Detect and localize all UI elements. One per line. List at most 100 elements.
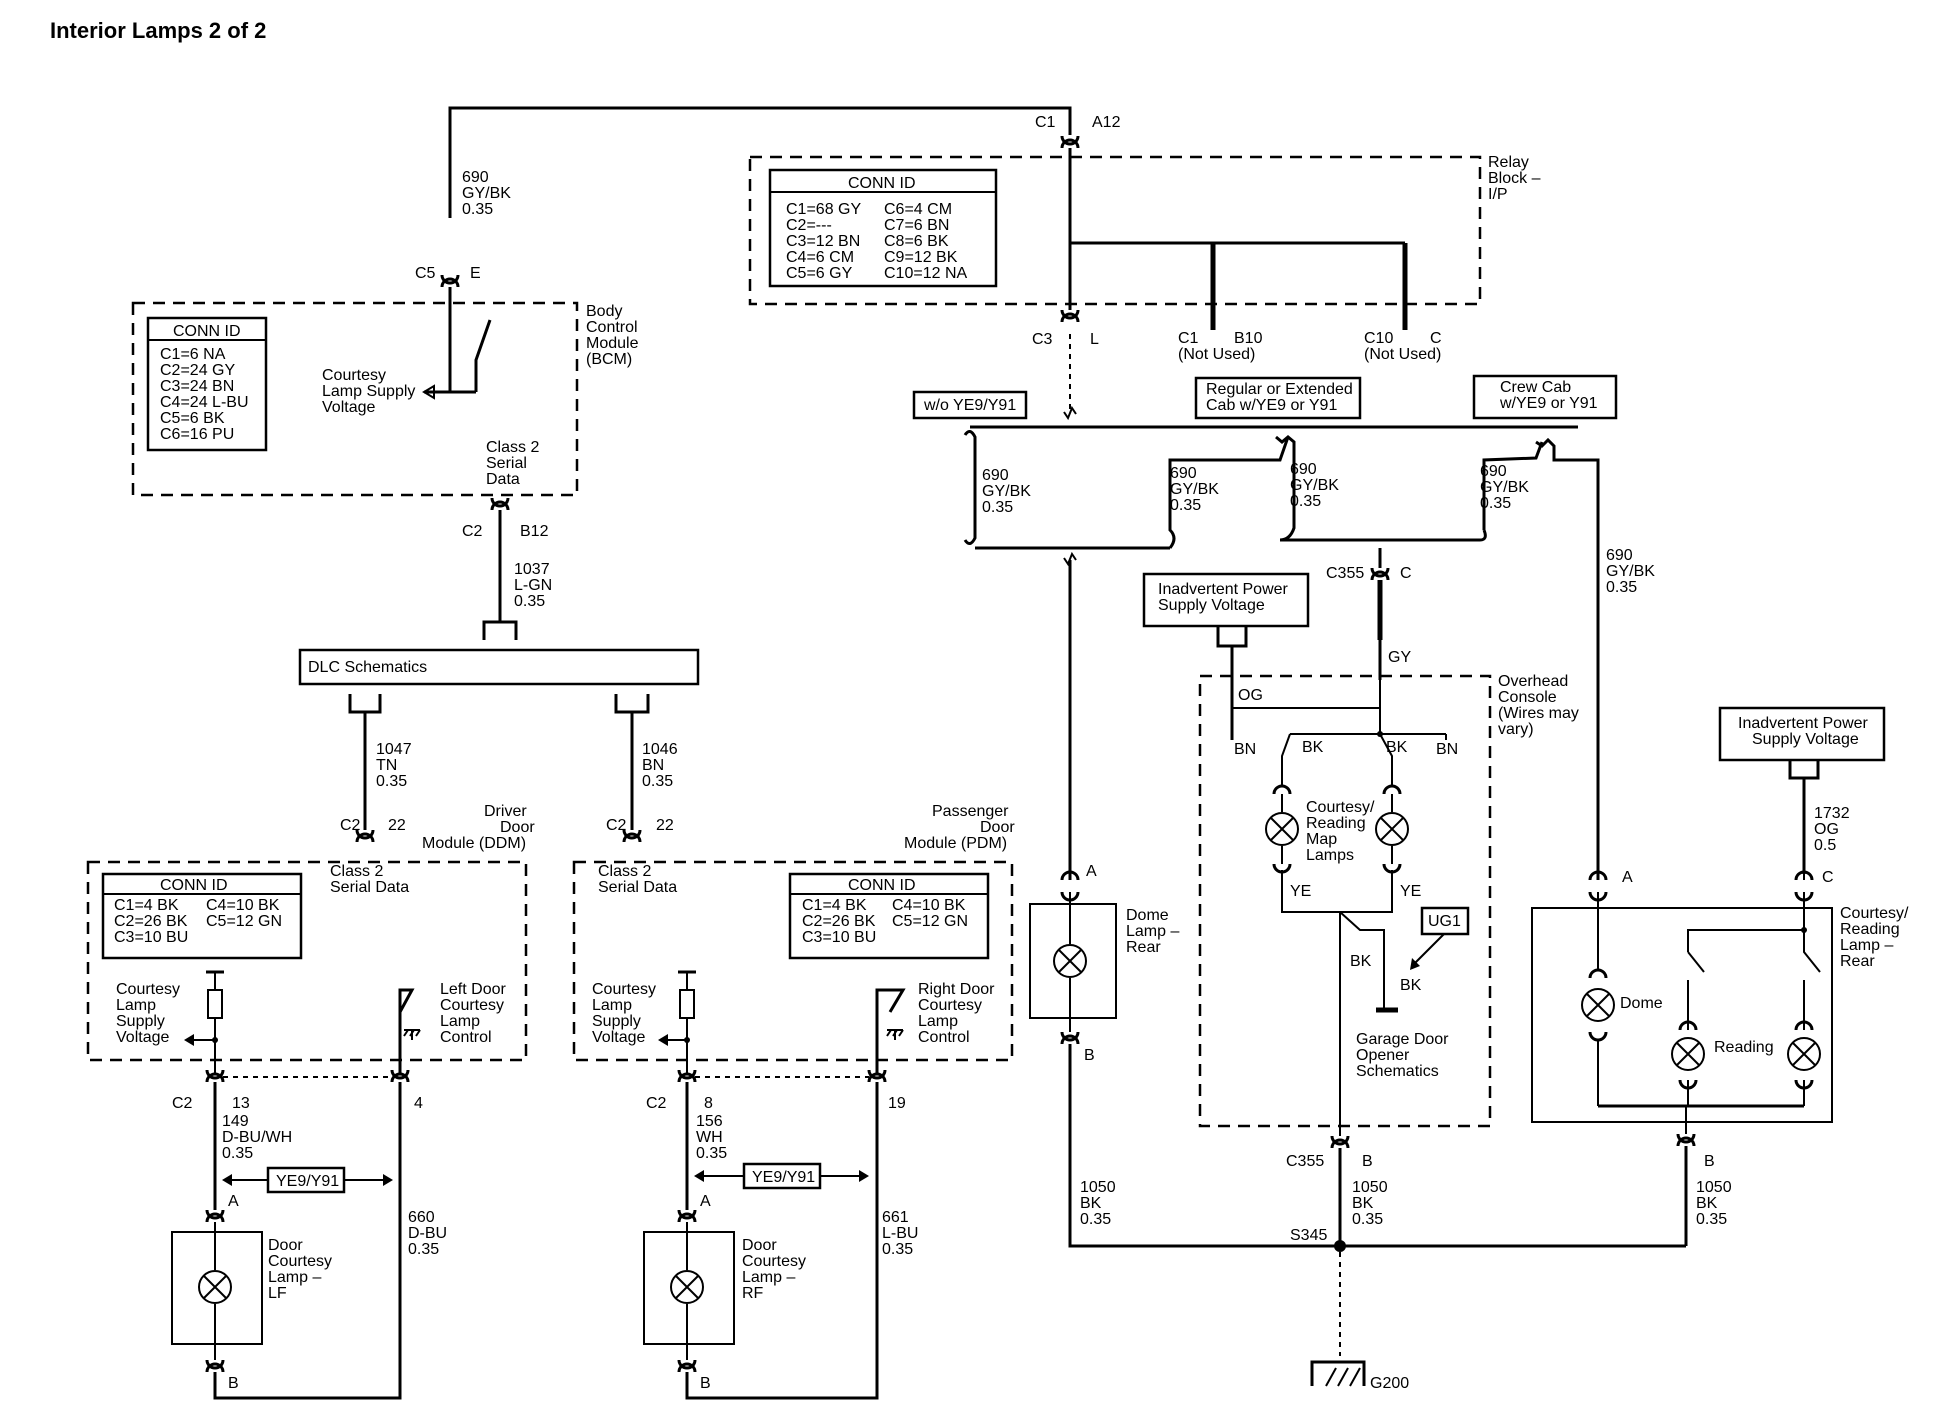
overhead-label: vary) — [1498, 721, 1534, 738]
option-ye9-left: YE9/Y91 — [222, 1166, 393, 1194]
ddm-conn-line: C4=10 BK — [206, 897, 280, 914]
bcm-serial-label: Data — [486, 471, 520, 488]
wire-label: 1050 — [1080, 1179, 1116, 1196]
lamps-label: Lamps — [1306, 847, 1354, 864]
wire-label: D-BU — [408, 1225, 447, 1242]
wire-label: L-BU — [882, 1225, 918, 1242]
connector-label: C355 — [1286, 1153, 1324, 1170]
bcm-conn-line: C2=24 GY — [160, 362, 235, 379]
dlc-tap-ddm — [348, 694, 382, 714]
wire-label: 0.35 — [1480, 495, 1511, 512]
connector-label: C1 — [1178, 330, 1199, 347]
relay-conn-line: C5=6 GY — [786, 265, 853, 282]
wire-color-label: YE — [1400, 883, 1421, 900]
ground-icon — [1310, 1360, 1366, 1387]
wire-label: 0.35 — [642, 773, 673, 790]
reading-lamp-label: Reading — [1714, 1039, 1774, 1056]
inadvertent-power-1: Inadvertent Power Supply Voltage — [1142, 572, 1310, 740]
ddm-supply-label: Supply — [116, 1013, 165, 1030]
wire-label: 690 — [982, 467, 1009, 484]
pdm-serial-label: Serial Data — [598, 879, 677, 896]
wire-label: BN — [642, 757, 664, 774]
lamp-label: RF — [742, 1285, 764, 1302]
lamp-label: Courtesy — [742, 1253, 806, 1270]
pin-label: B — [1704, 1153, 1715, 1170]
pin-label: A12 — [1092, 114, 1121, 131]
option-bracket — [1482, 441, 1544, 530]
pin-label: B — [1362, 1153, 1373, 1170]
option-ye9-right: YE9/Y91 — [694, 1162, 869, 1190]
overhead-label: (Wires may — [1498, 705, 1579, 722]
pin-label: 8 — [704, 1095, 713, 1112]
wire-label: GY/BK — [1480, 479, 1529, 496]
rear-courtesy-reading-lamp: Courtesy/ Reading Lamp – Rear A C Dome R… — [1531, 869, 1909, 1134]
ddm-control-label: Control — [440, 1029, 492, 1046]
dlc-tap-pdm — [614, 694, 650, 714]
rear-lamp-label: Lamp – — [1840, 937, 1893, 954]
inadvertent-label: Inadvertent Power — [1158, 581, 1289, 598]
ddm-conn-line: C3=10 BU — [114, 929, 188, 946]
wire-690-crew — [1535, 437, 1600, 880]
wire-color-label: BN — [1234, 741, 1256, 758]
wire-label: 0.35 — [696, 1145, 727, 1162]
wire-color-label: BK — [1400, 977, 1422, 994]
wire-label: 0.35 — [376, 773, 407, 790]
lamps-label: Courtesy/ — [1306, 799, 1375, 816]
ddm-module: C2 22 Driver Door Module (DDM) Class 2 S… — [86, 803, 535, 1112]
relay-conn-line: C3=12 BN — [786, 233, 860, 250]
relay-conn-line: C4=6 CM — [786, 249, 854, 266]
pdm-supply-label: Supply — [592, 1013, 641, 1030]
wire-color-label: YE — [1290, 883, 1311, 900]
option-label: w/o YE9/Y91 — [923, 397, 1016, 414]
bcm-serial-label: Serial — [486, 455, 527, 472]
bcm-conn-line: C6=16 PU — [160, 426, 234, 443]
wire-label: TN — [376, 757, 397, 774]
wire-label: 1050 — [1352, 1179, 1388, 1196]
wire-color-label: OG — [1238, 687, 1263, 704]
connector-label: C355 — [1326, 565, 1364, 582]
connector-label: C10 — [1364, 330, 1393, 347]
dlc-tap — [482, 620, 518, 640]
option-bracket — [963, 430, 977, 545]
arrow-icon — [1410, 958, 1420, 970]
option-label: Cab w/YE9 or Y91 — [1206, 397, 1337, 414]
splice-label: S345 — [1290, 1227, 1327, 1244]
relay-conn-line: C2=--- — [786, 217, 832, 234]
lamp-label: Door — [742, 1237, 777, 1254]
lamp-icon — [1787, 1037, 1821, 1071]
connector-label: C3 — [1032, 331, 1053, 348]
dome-label: Lamp – — [1126, 923, 1179, 940]
pdm-label: Module (PDM) — [904, 835, 1007, 852]
wire-color-label: GY — [1388, 649, 1411, 666]
relay-conn-line: C7=6 BN — [884, 217, 949, 234]
ddm-label: Module (DDM) — [422, 835, 526, 852]
lamp-icon — [1671, 1037, 1705, 1071]
pdm-control-label: Right Door — [918, 981, 995, 998]
pdm-label: Door — [980, 819, 1015, 836]
pdm-conn-line: C5=12 GN — [892, 913, 968, 930]
wire-label: 690 — [462, 169, 489, 186]
wire-label: 156 — [696, 1113, 723, 1130]
connector-c2-b12 — [490, 497, 510, 511]
pdm-supply-label: Courtesy — [592, 981, 656, 998]
pin-label: A — [228, 1193, 239, 1210]
wire-label: 0.35 — [982, 499, 1013, 516]
inadvertent-label: Inadvertent Power — [1738, 715, 1869, 732]
option-wo-box — [912, 390, 1028, 420]
pdm-conn-line: C3=10 BU — [802, 929, 876, 946]
pdm-control-label: Courtesy — [918, 997, 982, 1014]
bcm-label: Module — [586, 335, 639, 352]
wire-label: BK — [1080, 1195, 1102, 1212]
wire-label: BK — [1696, 1195, 1718, 1212]
wire-label: 0.35 — [462, 201, 493, 218]
connector-c355-b: C355 B — [1286, 1135, 1373, 1170]
relay-label: Block – — [1488, 170, 1541, 187]
relay-conn-line: C6=4 CM — [884, 201, 952, 218]
wire-690-top — [448, 106, 1072, 218]
connector-label: C2 — [172, 1095, 193, 1112]
overhead-label: Overhead — [1498, 673, 1568, 690]
ddm-control-label: Courtesy — [440, 997, 504, 1014]
pin-label: C — [1430, 330, 1442, 347]
pin-label: 19 — [888, 1095, 906, 1112]
